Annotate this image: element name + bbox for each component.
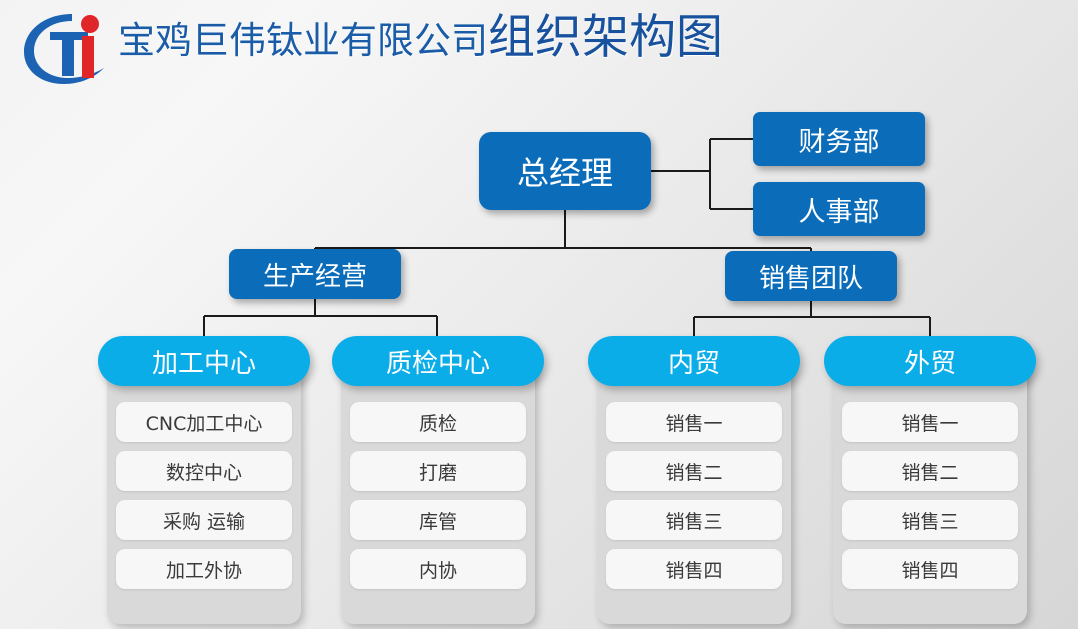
list-item[interactable]: 销售四 <box>842 549 1018 589</box>
list-item[interactable]: 销售三 <box>842 500 1018 540</box>
node-finance-department[interactable]: 财务部 <box>753 112 925 166</box>
page-title: 宝鸡巨伟钛业有限公司 组织架构图 <box>118 14 723 80</box>
node-hr-department[interactable]: 人事部 <box>753 182 925 236</box>
column-domestic-trade: 内贸 销售一 销售二 销售三 销售四 <box>588 336 800 624</box>
list-item[interactable]: 销售三 <box>606 500 782 540</box>
column-quality-center: 质检中心 质检 打磨 库管 内协 <box>332 336 544 624</box>
node-production-operations[interactable]: 生产经营 <box>229 249 401 299</box>
column-items-machining-center: CNC加工中心 数控中心 采购 运输 加工外协 <box>107 402 301 589</box>
column-foreign-trade: 外贸 销售一 销售二 销售三 销售四 <box>824 336 1036 624</box>
node-general-manager[interactable]: 总经理 <box>479 132 651 210</box>
list-item[interactable]: 质检 <box>350 402 526 442</box>
page-header: 宝鸡巨伟钛业有限公司 组织架构图 <box>0 0 1078 96</box>
column-header-machining-center[interactable]: 加工中心 <box>98 336 310 386</box>
list-item[interactable]: 数控中心 <box>116 451 292 491</box>
list-item[interactable]: 加工外协 <box>116 549 292 589</box>
list-item[interactable]: 采购 运输 <box>116 500 292 540</box>
title-document-type: 组织架构图 <box>488 10 723 65</box>
list-item[interactable]: 库管 <box>350 500 526 540</box>
cti-logo <box>14 6 118 90</box>
list-item[interactable]: 销售二 <box>606 451 782 491</box>
column-items-domestic-trade: 销售一 销售二 销售三 销售四 <box>597 402 791 589</box>
list-item[interactable]: 销售四 <box>606 549 782 589</box>
list-item[interactable]: 销售一 <box>842 402 1018 442</box>
column-header-foreign-trade[interactable]: 外贸 <box>824 336 1036 386</box>
title-company-name: 宝鸡巨伟钛业有限公司 <box>118 19 488 62</box>
list-item[interactable]: 内协 <box>350 549 526 589</box>
list-item[interactable]: CNC加工中心 <box>116 402 292 442</box>
column-items-foreign-trade: 销售一 销售二 销售三 销售四 <box>833 402 1027 589</box>
column-header-quality-center[interactable]: 质检中心 <box>332 336 544 386</box>
column-machining-center: 加工中心 CNC加工中心 数控中心 采购 运输 加工外协 <box>98 336 310 624</box>
list-item[interactable]: 销售二 <box>842 451 1018 491</box>
list-item[interactable]: 打磨 <box>350 451 526 491</box>
column-header-domestic-trade[interactable]: 内贸 <box>588 336 800 386</box>
node-sales-team[interactable]: 销售团队 <box>725 251 897 301</box>
list-item[interactable]: 销售一 <box>606 402 782 442</box>
column-items-quality-center: 质检 打磨 库管 内协 <box>341 402 535 589</box>
